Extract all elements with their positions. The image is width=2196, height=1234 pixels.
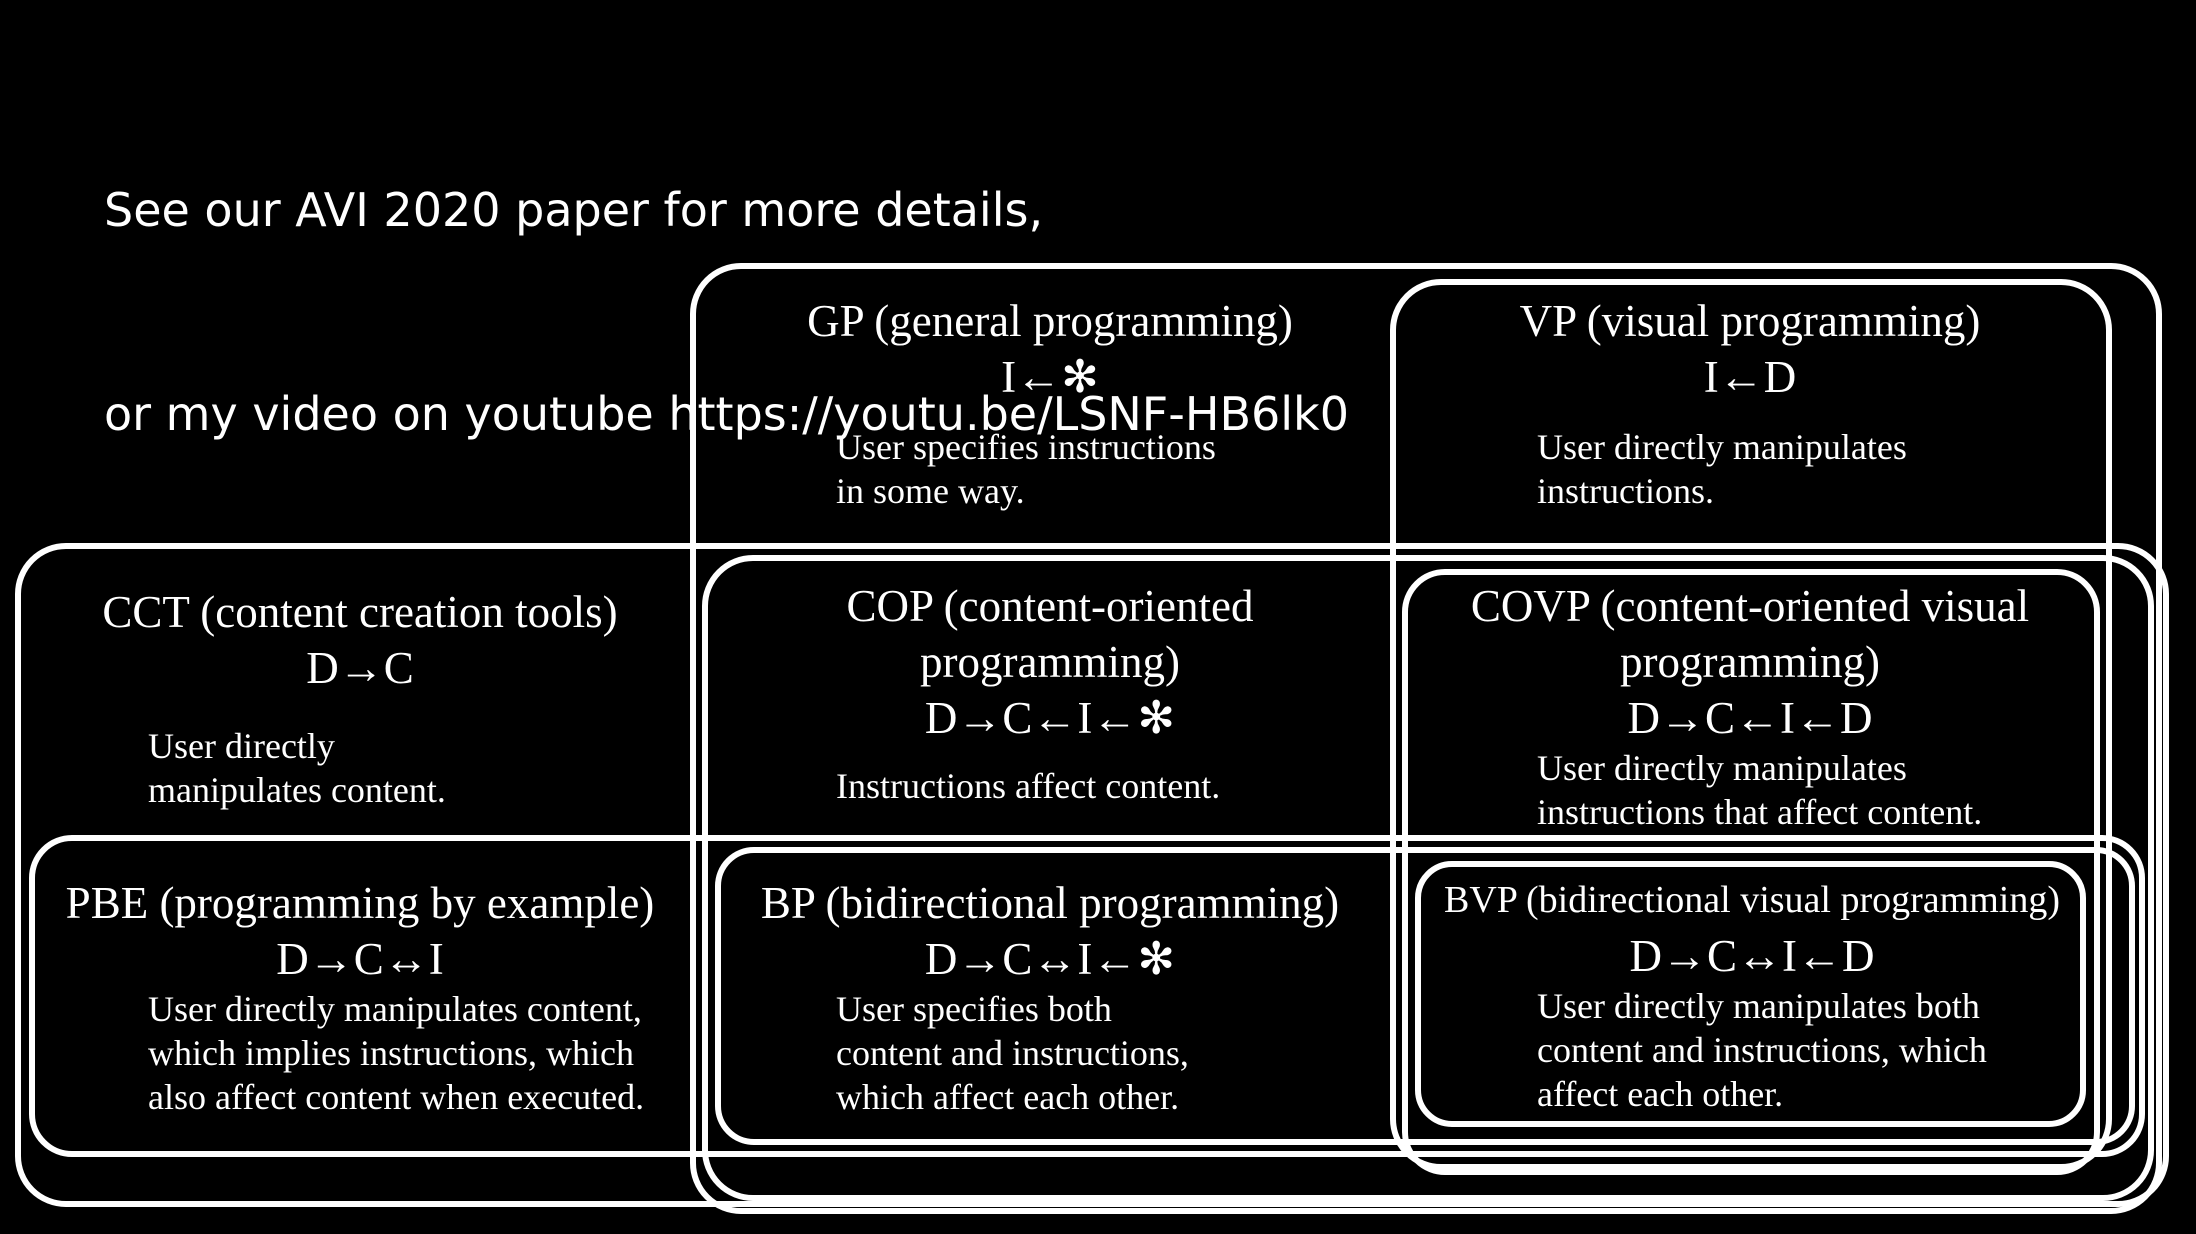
- bvp-formula: D→C↔I←D: [1629, 931, 1875, 981]
- bp-title: BP (bidirectional programming): [760, 878, 1340, 928]
- region-content-oriented-visual: [1402, 569, 2100, 1175]
- cell-cct: CCT (content creation tools) D→C User di…: [40, 584, 680, 812]
- cell-bvp: BVP (bidirectional visual programming) D…: [1432, 872, 2072, 1116]
- gp-description: User specifies instructions in some way.: [836, 427, 1216, 511]
- region-bidirectional: [715, 847, 2135, 1145]
- cell-cop: COP (content-oriented programming) D→C←I…: [736, 578, 1364, 808]
- gp-title: GP (general programming): [807, 296, 1293, 346]
- cop-description: Instructions affect content.: [836, 766, 1221, 806]
- vp-title: VP (visual programming): [1519, 296, 1981, 346]
- region-bidirectional-visual: [1415, 861, 2086, 1127]
- bp-formula: D→C↔I←✻: [924, 934, 1176, 984]
- gp-formula: I←✻: [1001, 352, 1099, 402]
- cct-formula: D→C: [306, 643, 414, 693]
- bvp-title: BVP (bidirectional visual programming): [1444, 879, 2060, 921]
- vp-description: User directly manipulates instructions.: [1537, 427, 1907, 511]
- vp-formula: I←D: [1703, 352, 1797, 402]
- bvp-description: User directly manipulates both content a…: [1537, 986, 1987, 1114]
- cell-bp: BP (bidirectional programming) D→C↔I←✻ U…: [736, 875, 1364, 1119]
- pbe-title: PBE (programming by example): [65, 878, 655, 928]
- region-content-oriented: [702, 555, 2154, 1201]
- covp-description: User directly manipulates instructions t…: [1537, 748, 1983, 832]
- cop-title: COP (content-oriented programming): [846, 581, 1254, 687]
- covp-formula: D→C←I←D: [1627, 693, 1873, 743]
- header-text: See our AVI 2020 paper for more details,…: [104, 40, 1349, 516]
- cct-description: User directly manipulates content.: [148, 726, 446, 810]
- region-programming: [690, 263, 2162, 1214]
- covp-title: COVP (content-oriented visual programmin…: [1470, 581, 2030, 687]
- header-line-1: See our AVI 2020 paper for more details,: [104, 183, 1044, 237]
- cell-covp: COVP (content-oriented visual programmin…: [1436, 578, 2064, 834]
- region-programming-by-example: [29, 835, 2145, 1157]
- region-content-creation: [15, 543, 2169, 1207]
- region-visual: [1390, 279, 2112, 1170]
- cell-pbe: PBE (programming by example) D→C↔I User …: [40, 875, 680, 1119]
- pbe-description: User directly manipulates content, which…: [148, 989, 645, 1117]
- header-line-2: or my video on youtube https://youtu.be/…: [104, 387, 1349, 441]
- bp-description: User specifies both content and instruct…: [836, 989, 1189, 1117]
- cell-vp: VP (visual programming) I←D User directl…: [1440, 293, 2060, 513]
- pbe-formula: D→C↔I: [276, 934, 444, 984]
- cct-title: CCT (content creation tools): [102, 587, 618, 637]
- cop-formula: D→C←I←✻: [924, 693, 1176, 743]
- cell-gp: GP (general programming) I←✻ User specif…: [736, 293, 1364, 513]
